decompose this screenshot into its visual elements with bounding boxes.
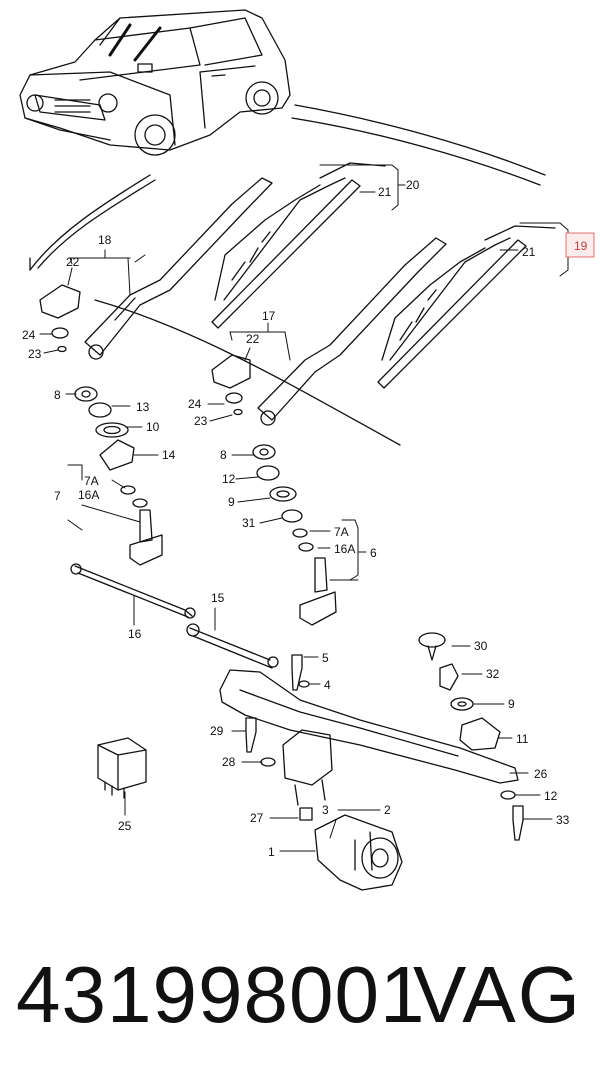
- callout-21-top: 21: [378, 185, 392, 199]
- right-side-parts: [418, 632, 501, 751]
- callout-32: 32: [486, 667, 500, 681]
- callout-31: 31: [242, 516, 256, 530]
- left-wiper-arm: [84, 177, 273, 360]
- wiper-motor: [282, 729, 403, 891]
- callout-11: 11: [516, 732, 529, 746]
- callout-25: 25: [118, 819, 132, 833]
- left-fasteners: [51, 327, 163, 566]
- callout-33: 33: [556, 813, 570, 827]
- part-number: 431998001: [16, 950, 426, 1039]
- callout-30: 30: [474, 639, 488, 653]
- callout-21-right: 21: [522, 245, 536, 259]
- windscreen-outline: [29, 104, 546, 446]
- right-wiper-arm: [257, 237, 447, 426]
- right-fasteners: [225, 392, 337, 626]
- callout-10: 10: [146, 420, 160, 434]
- callout-3: 3: [322, 803, 329, 817]
- callout-24-right: 24: [188, 397, 202, 411]
- callout-26: 26: [534, 767, 548, 781]
- callout-5: 5: [322, 651, 329, 665]
- brand-name: VAG: [412, 950, 582, 1039]
- callout-labels: 20 21 19 21 18 22 17 22 24 23 8 13 10 14…: [22, 178, 588, 859]
- callout-8-left: 8: [54, 388, 61, 402]
- wiper-assembly-diagram: 20 21 19 21 18 22 17 22 24 23 8 13 10 14…: [19, 9, 595, 891]
- highlight-box-19: [565, 232, 595, 258]
- callout-28: 28: [222, 755, 236, 769]
- callout-18: 18: [98, 233, 112, 247]
- callout-16a-right: 16A: [334, 542, 355, 556]
- callout-6: 6: [370, 546, 377, 560]
- callout-13: 13: [136, 400, 150, 414]
- callout-1: 1: [268, 845, 275, 859]
- callout-22-left: 22: [66, 255, 80, 269]
- wiper-frame: [219, 669, 519, 784]
- callout-7a-right: 7A: [334, 525, 349, 539]
- callout-8-right: 8: [220, 448, 227, 462]
- callout-23-right: 23: [194, 414, 208, 428]
- callout-22-right: 22: [246, 332, 260, 346]
- callout-24-left: 24: [22, 328, 36, 342]
- left-cap: [39, 284, 81, 319]
- callout-9-left: 9: [228, 495, 235, 509]
- callout-19: 19: [574, 239, 588, 253]
- callout-12-left: 12: [222, 472, 236, 486]
- callout-27: 27: [250, 811, 264, 825]
- callout-4: 4: [324, 678, 331, 692]
- bolts: [245, 654, 524, 841]
- car-illustration: [19, 9, 291, 156]
- callout-7: 7: [54, 489, 61, 503]
- callout-9-right: 9: [508, 697, 515, 711]
- right-cap: [211, 354, 251, 389]
- callout-15: 15: [211, 591, 225, 605]
- callout-12-right: 12: [544, 789, 558, 803]
- callout-14: 14: [162, 448, 176, 462]
- callout-16a-left: 16A: [78, 488, 99, 502]
- callout-29: 29: [210, 724, 224, 738]
- leader-lines: [39, 164, 569, 852]
- relay: [97, 737, 147, 799]
- callout-17: 17: [262, 309, 276, 323]
- linkage-rods: [70, 563, 279, 669]
- callout-2: 2: [384, 803, 391, 817]
- callout-7a-left: 7A: [84, 474, 99, 488]
- callout-20: 20: [406, 178, 420, 192]
- right-wiper-blade: [377, 225, 556, 389]
- callout-23-left: 23: [28, 347, 42, 361]
- callout-16: 16: [128, 627, 142, 641]
- left-wiper-blade: [211, 162, 386, 329]
